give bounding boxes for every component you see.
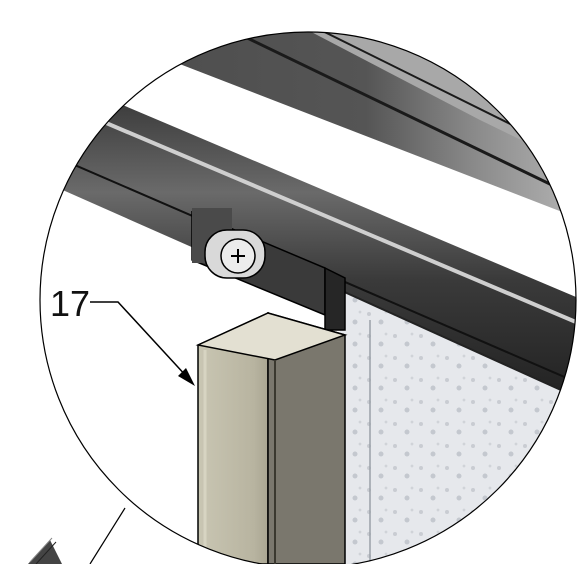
detail-view	[40, 32, 576, 564]
callout-label: 17	[50, 283, 90, 324]
callout-leader	[90, 301, 189, 379]
screw-head-icon	[220, 238, 256, 274]
detail-circle-outline	[39, 31, 577, 564]
horizontal-rail	[40, 70, 576, 420]
mounting-block-side	[324, 266, 346, 331]
outer-frame-fragment	[28, 537, 62, 564]
callout-arrowhead	[178, 368, 195, 386]
vertical-profile	[195, 311, 348, 564]
detail-leader-line	[89, 507, 126, 564]
